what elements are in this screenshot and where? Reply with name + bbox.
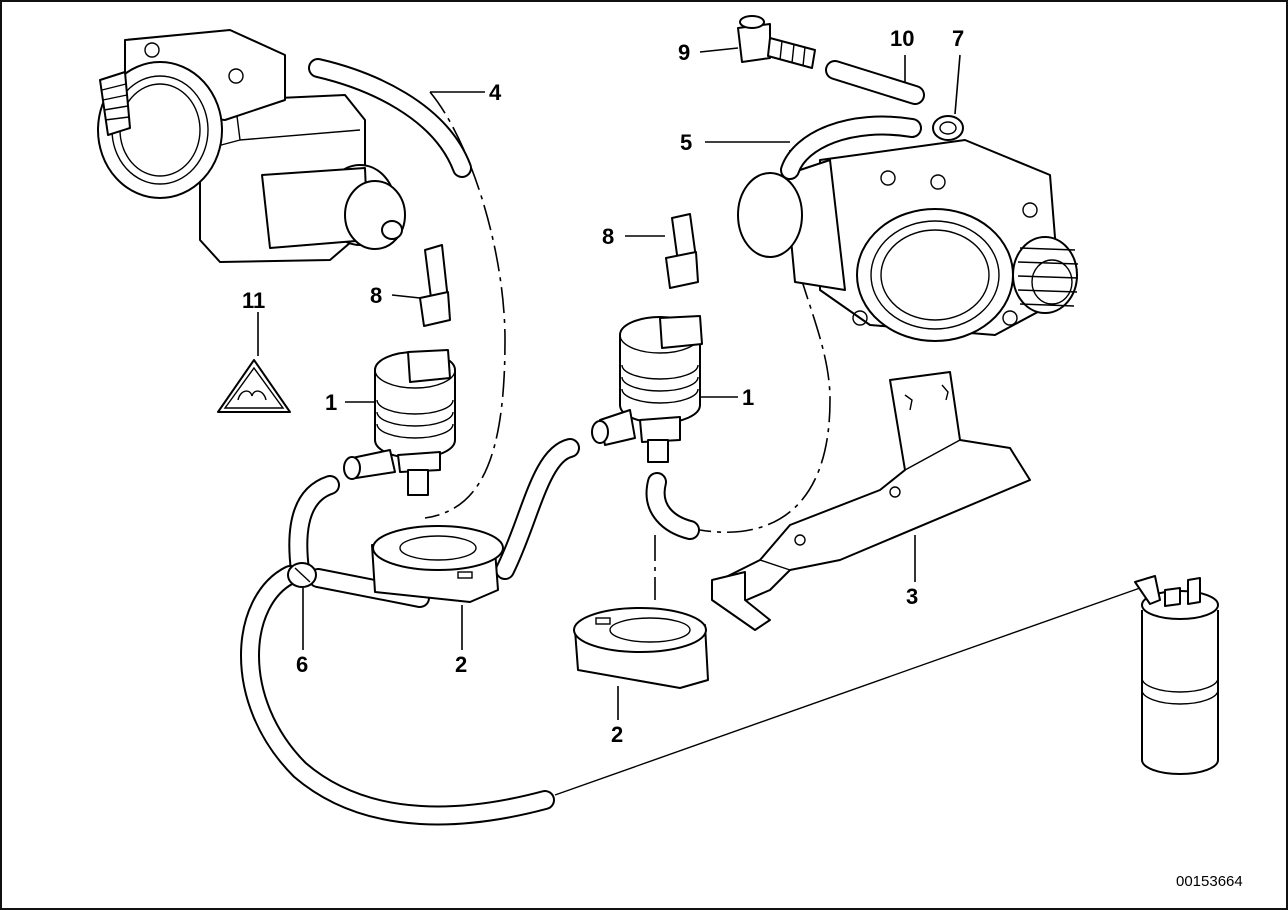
connector-9	[737, 15, 816, 69]
valve-1-right	[591, 315, 703, 463]
label-part-1-right: 1	[742, 385, 754, 410]
hose-4	[308, 58, 472, 178]
label-part-10: 10	[890, 26, 914, 51]
bracket-ring-2-lower	[573, 607, 709, 689]
hose-valve-right-short	[645, 472, 700, 540]
hose-valve-mid	[495, 438, 580, 580]
hose-valve-left	[288, 475, 340, 580]
label-part-2-upper: 2	[455, 652, 467, 677]
dash-line-filter	[554, 587, 1141, 796]
diagram-id: 00153664	[1176, 873, 1243, 890]
label-part-8-left: 8	[370, 283, 382, 308]
hose-long	[240, 565, 555, 826]
throttle-body-left	[97, 29, 406, 263]
clamp-7	[932, 115, 964, 141]
label-part-7: 7	[952, 26, 964, 51]
valve-1-left	[343, 349, 456, 496]
label-part-9: 9	[678, 40, 690, 65]
throttle-body-right	[737, 139, 1079, 342]
label-part-5: 5	[680, 130, 692, 155]
dash-route-left	[424, 91, 506, 519]
tee-connector-6	[287, 562, 317, 588]
hose-5	[780, 115, 922, 180]
hose-10	[825, 60, 925, 105]
label-part-3: 3	[906, 584, 918, 609]
label-part-6: 6	[296, 652, 308, 677]
plug-8-left	[419, 244, 451, 327]
leader-9	[699, 47, 739, 53]
triangle-warning-icon	[217, 359, 291, 413]
bracket-ring-2-upper	[371, 525, 504, 603]
filter-canister	[1134, 575, 1219, 775]
plug-8-right	[665, 213, 699, 289]
label-part-11: 11	[242, 288, 265, 313]
leader-7	[954, 54, 961, 115]
label-part-1-left: 1	[325, 390, 337, 415]
bracket-3	[711, 371, 1031, 631]
label-part-8-right: 8	[602, 224, 614, 249]
leader-8-left	[391, 294, 421, 299]
label-part-4: 4	[489, 80, 502, 105]
label-part-2-lower: 2	[611, 722, 623, 747]
